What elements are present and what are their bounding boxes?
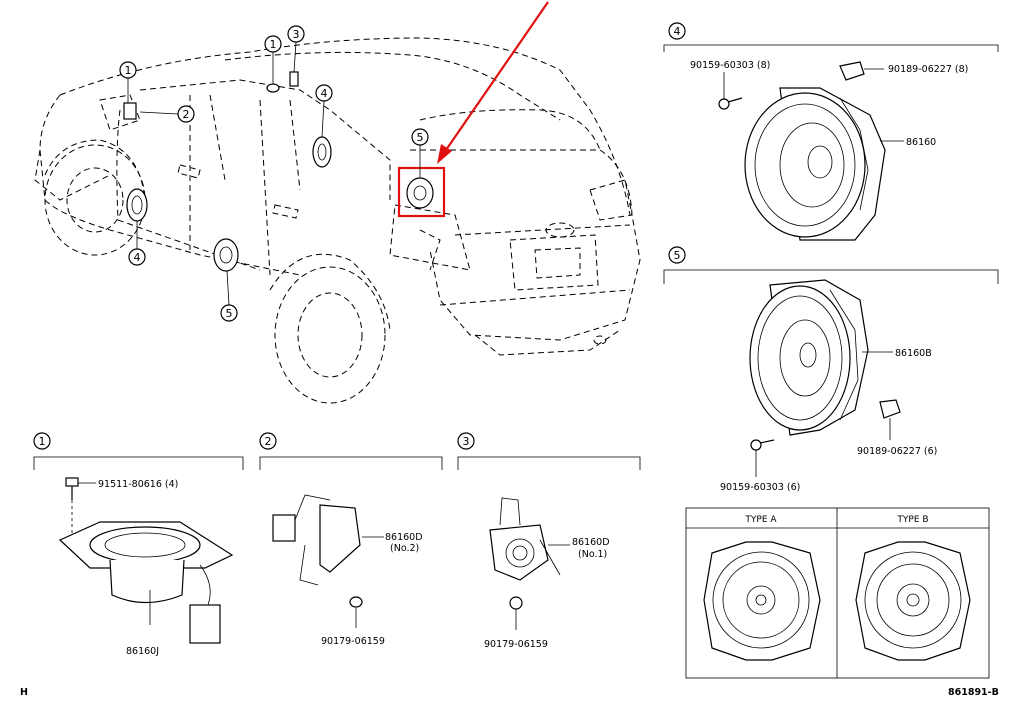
svg-text:2: 2	[265, 435, 272, 448]
vehicle-speaker-rear-quarter	[406, 177, 434, 209]
svg-text:1: 1	[125, 64, 132, 77]
clip-icon	[879, 399, 901, 419]
svg-text:4: 4	[674, 25, 681, 38]
section-2: 2 86160D (No.2) 90179-06159	[259, 432, 443, 647]
svg-text:TYPE A: TYPE A	[744, 515, 777, 525]
red-arrow-icon	[437, 1, 549, 164]
svg-text:86160J: 86160J	[126, 646, 159, 657]
svg-text:5: 5	[226, 307, 233, 320]
svg-text:86160: 86160	[906, 137, 936, 148]
svg-text:2: 2	[183, 108, 190, 121]
svg-text:90179-06159: 90179-06159	[321, 636, 385, 647]
tweeter-no2-icon	[272, 494, 361, 586]
svg-text:(No.1): (No.1)	[578, 549, 607, 560]
vehicle-callout-5-quarter: 5	[411, 128, 429, 178]
section-5: 5 86160B 90189-06227 (6) 90159-60303 (6)	[663, 246, 999, 493]
nut-icon	[349, 596, 363, 608]
clip-icon	[839, 61, 865, 81]
svg-text:5: 5	[417, 131, 424, 144]
svg-text:1: 1	[39, 435, 46, 448]
vehicle-callout-2: 2	[139, 105, 195, 123]
highlight-box	[397, 166, 446, 218]
svg-text:90189-06227 (6): 90189-06227 (6)	[857, 446, 937, 457]
nut-icon	[509, 596, 523, 610]
vehicle-speaker-rear-door	[213, 238, 239, 272]
vehicle-illustration	[34, 37, 641, 404]
vehicle-callout-5-door: 5	[220, 270, 238, 322]
type-a-speaker-icon	[703, 541, 821, 661]
tweeter-no1-icon	[489, 497, 561, 581]
speaker-type-table: TYPE A TYPE B	[685, 507, 990, 679]
svg-text:TYPE B: TYPE B	[896, 515, 928, 525]
vehicle-speaker-front-door	[126, 188, 148, 222]
type-b-speaker-icon	[855, 541, 971, 661]
svg-text:1: 1	[270, 38, 277, 51]
svg-text:90159-60303 (6): 90159-60303 (6)	[720, 482, 800, 493]
vehicle-callout-4-pillar: 4	[315, 84, 333, 138]
vehicle-tweeter-front	[123, 102, 137, 120]
svg-text:90189-06227 (8): 90189-06227 (8)	[888, 64, 968, 75]
speaker-86160B-icon	[749, 279, 869, 436]
section-3: 3 86160D (No.1) 90179-06159	[457, 432, 641, 650]
section-4: 4 90159-60303 (8) 90189-06227 (8) 86160	[663, 22, 999, 241]
svg-text:3: 3	[463, 435, 470, 448]
svg-text:90179-06159: 90179-06159	[484, 639, 548, 650]
vehicle-callout-1: 1	[119, 61, 137, 103]
svg-text:86160D: 86160D	[385, 532, 423, 543]
svg-text:3: 3	[293, 28, 300, 41]
vehicle-callout-3: 3	[287, 25, 305, 73]
vehicle-speaker-pillar	[312, 136, 332, 168]
svg-text:86160D: 86160D	[572, 537, 610, 548]
vehicle-callout-1b: 1	[264, 35, 282, 84]
section-1: 1 91511-80616 (4) 86160J	[33, 432, 244, 657]
speaker-86160-icon	[744, 87, 886, 241]
bolt-icon	[65, 477, 79, 500]
footer-left-code: H	[20, 687, 28, 698]
speaker-86160J-icon	[58, 521, 234, 644]
screw-icon	[750, 439, 775, 451]
footer-figure-number: 861891-B	[948, 687, 999, 698]
svg-text:90159-60303 (8): 90159-60303 (8)	[690, 60, 770, 71]
vehicle-callout-4-door: 4	[128, 221, 146, 266]
svg-text:91511-80616 (4): 91511-80616 (4)	[98, 479, 178, 490]
svg-text:4: 4	[321, 87, 328, 100]
svg-text:4: 4	[134, 251, 141, 264]
svg-text:(No.2): (No.2)	[390, 543, 419, 554]
svg-text:86160B: 86160B	[895, 348, 932, 359]
screw-icon	[718, 97, 743, 110]
svg-text:5: 5	[674, 249, 681, 262]
